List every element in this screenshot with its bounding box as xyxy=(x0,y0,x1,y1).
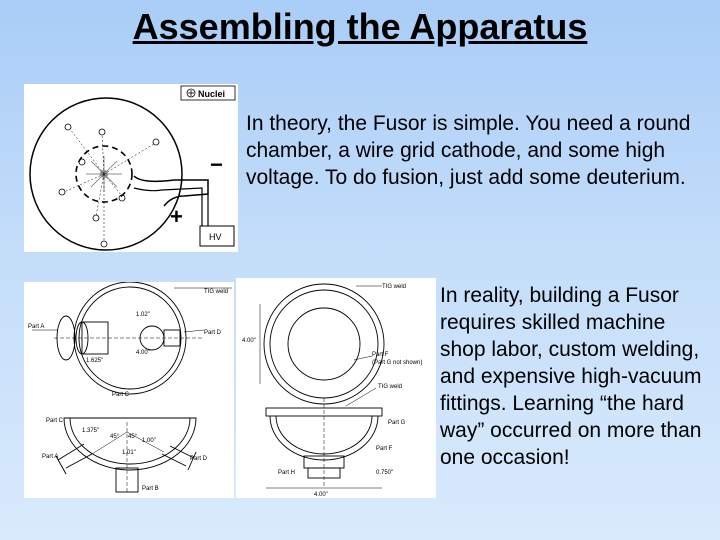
right-part-g-note: (Part G not shown) xyxy=(372,360,422,366)
slide-title: Assembling the Apparatus xyxy=(132,6,588,47)
left-dim-3: 4.00" xyxy=(136,350,150,356)
right-tig-weld-mid-label: TIG weld xyxy=(378,384,402,390)
legend-nuclei-label: Nuclei xyxy=(198,89,225,99)
left-dim-4: 1.375" xyxy=(82,428,99,434)
chamber-circle xyxy=(29,97,183,251)
plus-sign: + xyxy=(170,204,183,229)
right-part-g-label: Part G xyxy=(388,420,406,426)
hv-label: HV xyxy=(209,232,222,242)
right-part-f-label: Part F xyxy=(372,352,389,358)
left-angle-1: 45° xyxy=(110,434,120,440)
left-dim-1: 1.02" xyxy=(136,312,150,318)
right-dim-height: 4.00" xyxy=(242,338,256,344)
engineering-drawing-right: TIG weld 4.00" Part F (Part G not shown)… xyxy=(236,278,436,498)
right-part-h-label: Part H xyxy=(278,470,295,476)
left-dim-2: 1.625" xyxy=(86,358,103,364)
left-part-c-label: Part C xyxy=(46,418,64,424)
left-part-a-bottom-label: Part A xyxy=(42,454,58,460)
left-part-d-label: Part D xyxy=(204,330,222,336)
reality-text: In reality, building a Fusor requires sk… xyxy=(440,284,702,469)
left-part-c-top-label: Part C xyxy=(112,392,130,398)
left-dim-5: 1.00" xyxy=(142,438,156,444)
engineering-drawing-left: TIG weld Part A Part D 1.02" 1.625" 4.00… xyxy=(24,281,234,498)
left-angle-2: 45° xyxy=(128,434,138,440)
right-tig-weld-top-label: TIG weld xyxy=(382,284,406,290)
fusor-theory-diagram: Nuclei xyxy=(24,84,238,252)
left-part-b-label: Part B xyxy=(142,486,159,492)
right-dim-bottom: 0.750" xyxy=(376,470,393,476)
left-part-a-label: Part A xyxy=(28,324,44,330)
left-part-d-bottom-label: Part D xyxy=(190,456,208,462)
left-dim-6: 1.01" xyxy=(122,450,136,456)
right-dim-width: 4.00" xyxy=(314,492,328,498)
intro-text: In theory, the Fusor is simple. You need… xyxy=(246,112,691,189)
right-part-f2-label: Part F xyxy=(376,446,393,452)
minus-sign: − xyxy=(210,152,223,177)
left-tig-weld-label: TIG weld xyxy=(204,289,228,295)
